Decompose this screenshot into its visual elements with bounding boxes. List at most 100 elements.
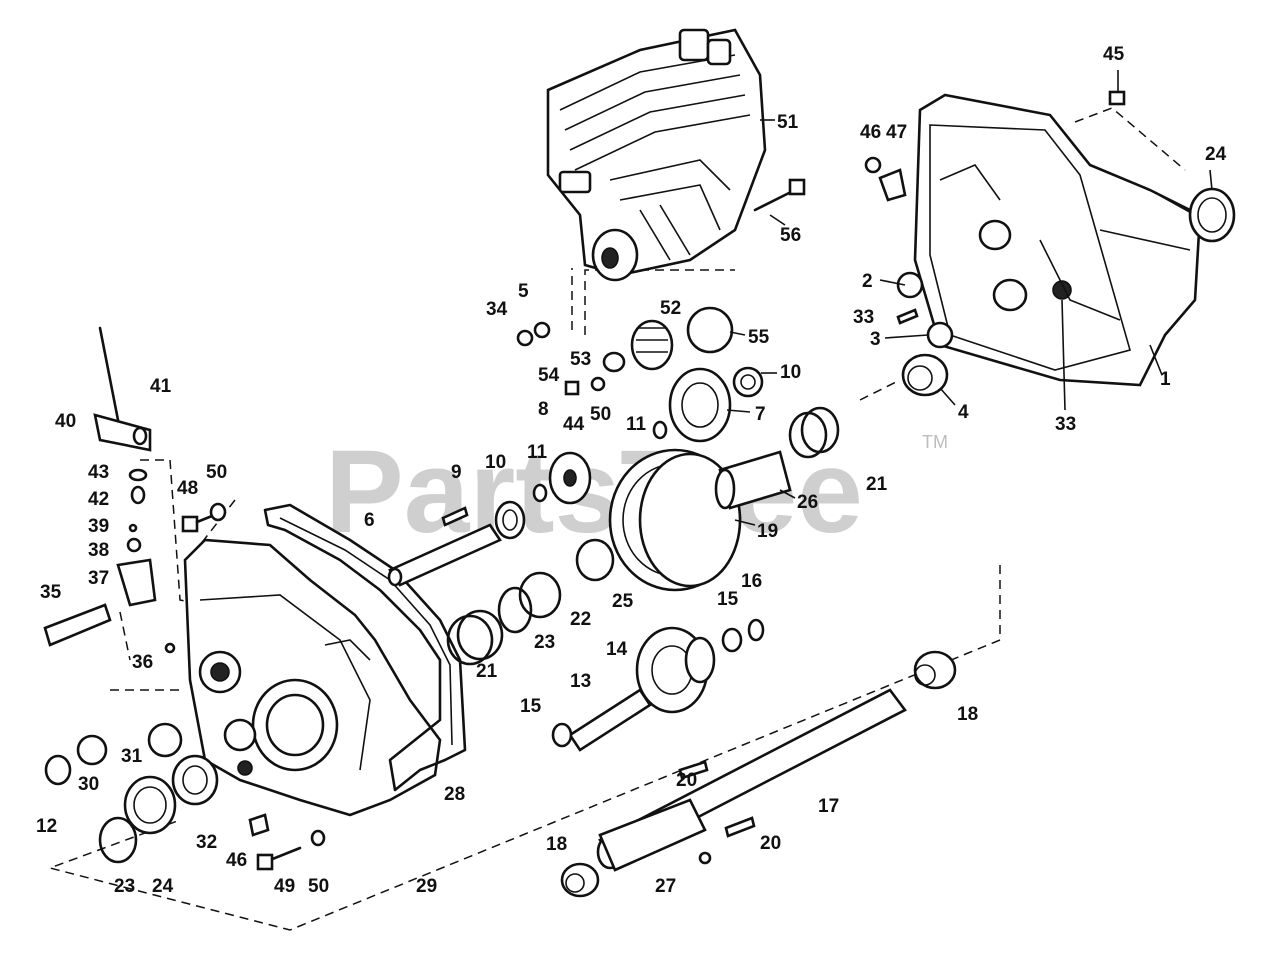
callout-21-left: 21: [476, 661, 498, 682]
callout-3: 3: [870, 329, 881, 350]
callout-43: 43: [88, 462, 109, 483]
callout-55: 55: [748, 327, 770, 348]
callout-32: 32: [196, 832, 217, 853]
bearing-4: [901, 353, 949, 397]
callout-37: 37: [88, 568, 109, 589]
callout-33-left: 33: [853, 307, 874, 328]
callout-10-right: 10: [780, 362, 801, 383]
bolt-56: [753, 178, 806, 212]
engine-assembly: [546, 28, 767, 282]
callout-17: 17: [818, 796, 839, 817]
leader-lines: [726, 70, 1213, 526]
callout-46-bottom: 46: [226, 850, 247, 871]
callout-39: 39: [88, 516, 109, 537]
callout-52: 52: [660, 298, 681, 319]
callout-10-left: 10: [485, 452, 506, 473]
rings-21-right: [788, 406, 840, 459]
callout-4: 4: [958, 402, 969, 423]
sleeve-26: [714, 450, 792, 510]
callout-24-right: 24: [1205, 144, 1227, 165]
callout-48: 48: [177, 478, 198, 499]
watermark-trademark: TM: [922, 432, 948, 452]
bearing-10-left: [494, 500, 526, 540]
callout-53: 53: [570, 349, 591, 370]
callout-40: 40: [55, 411, 76, 432]
gear-52: [630, 319, 674, 371]
callout-12: 12: [36, 816, 57, 837]
callout-9: 9: [451, 462, 462, 483]
callout-7: 7: [755, 404, 766, 425]
callout-18-left: 18: [546, 834, 567, 855]
washer-15-right: [721, 627, 743, 653]
bearing-10-right: [732, 366, 764, 398]
callout-41: 41: [150, 376, 172, 397]
callout-46-top: 46: [860, 122, 881, 143]
callout-50-bottom: 50: [308, 876, 329, 897]
callout-54: 54: [538, 365, 560, 386]
callout-1: 1: [1160, 369, 1171, 390]
callout-51: 51: [777, 112, 799, 133]
callout-34: 34: [486, 299, 508, 320]
bearing-3: [926, 321, 954, 349]
axle-17: [596, 688, 907, 872]
callout-13: 13: [570, 671, 591, 692]
callout-20-bottom: 20: [760, 833, 781, 854]
ring-23-mid: [497, 586, 533, 634]
callout-6: 6: [364, 510, 375, 531]
callout-21-right: 21: [866, 474, 888, 495]
callout-labels: 1 2 3 4 5 6 7 8 9 10 10 11 11 12 13 14 1…: [36, 44, 1227, 897]
callout-44: 44: [563, 414, 585, 435]
callout-15-right: 15: [717, 589, 739, 610]
shaft-6: [387, 523, 502, 587]
callout-16: 16: [741, 571, 762, 592]
callout-30: 30: [78, 774, 99, 795]
callout-42: 42: [88, 489, 109, 510]
washer-15-left: [551, 722, 573, 748]
callout-31: 31: [121, 746, 143, 767]
ring-55: [686, 306, 734, 354]
left-housing: [183, 538, 442, 817]
gear-8: [548, 451, 592, 505]
callout-29: 29: [416, 876, 437, 897]
bushing-18-right: [913, 650, 957, 690]
callout-5: 5: [518, 281, 529, 302]
gear-7: [668, 367, 732, 443]
rings-21-left: [446, 609, 504, 666]
callout-36: 36: [132, 652, 153, 673]
callout-2: 2: [862, 271, 873, 292]
seal-12: [44, 754, 72, 786]
callout-33-bottom: 33: [1055, 414, 1076, 435]
callout-35: 35: [40, 582, 62, 603]
bolt-48: [181, 514, 214, 533]
ring-23-left: [98, 816, 138, 864]
callout-11-left: 11: [527, 442, 548, 463]
right-housing: [913, 93, 1202, 387]
small-parts: [126, 90, 1126, 865]
callout-11-right: 11: [626, 414, 647, 435]
callout-38: 38: [88, 540, 109, 561]
callout-47: 47: [886, 122, 907, 143]
callout-24-left: 24: [152, 876, 174, 897]
shift-fork-37: [116, 558, 157, 607]
callout-8: 8: [538, 399, 549, 420]
callout-26: 26: [797, 492, 818, 513]
callout-15-left: 15: [520, 696, 542, 717]
callout-56: 56: [780, 225, 801, 246]
callout-50-left: 50: [206, 462, 227, 483]
bearing-32: [171, 754, 219, 806]
bolt-49: [256, 846, 302, 871]
callout-20-top: 20: [676, 770, 697, 791]
pin-35: [43, 603, 112, 647]
bushing-18-left: [560, 862, 600, 898]
seal-24-right: [1188, 187, 1236, 243]
callout-45: 45: [1103, 44, 1125, 65]
bearing-30: [76, 734, 108, 766]
callout-28: 28: [444, 784, 465, 805]
callout-27: 27: [655, 876, 676, 897]
bearing-25: [575, 538, 615, 582]
callout-22: 22: [570, 609, 591, 630]
callout-18-right: 18: [957, 704, 978, 725]
callout-23-mid: 23: [534, 632, 555, 653]
callout-49: 49: [274, 876, 295, 897]
